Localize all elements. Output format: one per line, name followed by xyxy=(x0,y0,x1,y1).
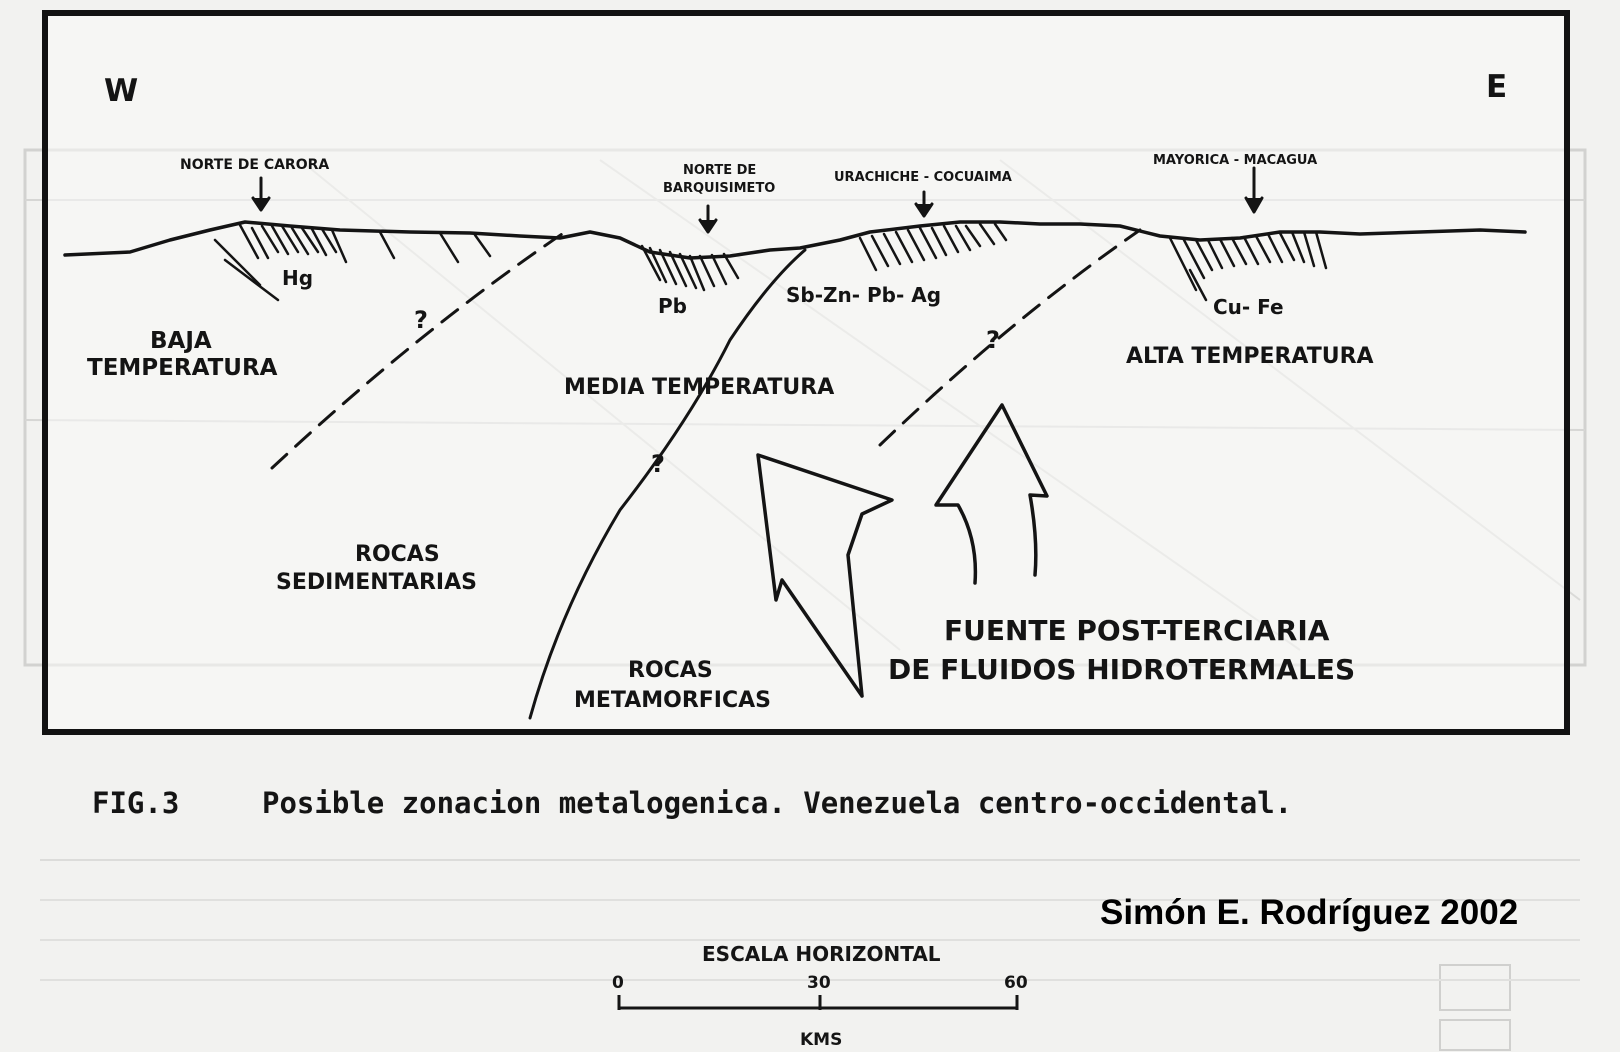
boundary-media-alta xyxy=(878,228,1142,447)
zone-media: MEDIA TEMPERATURA xyxy=(564,375,835,400)
scale-tick-30: 30 xyxy=(807,973,831,993)
source-line-1: FUENTE POST-TERCIARIA xyxy=(944,614,1330,647)
scale-tick-60: 60 xyxy=(1004,973,1028,993)
locality-urachiche: URACHICHE - COCUAIMA xyxy=(834,170,1012,185)
locality-barquisimeto-1: NORTE DE xyxy=(683,163,757,178)
arrow-barquisimeto-head xyxy=(698,218,718,234)
locality-mayorica: MAYORICA - MACAGUA xyxy=(1153,153,1318,168)
compass-west: W xyxy=(104,73,139,109)
mineral-cufe: Cu- Fe xyxy=(1213,295,1284,319)
rocks-metamorficas-2: METAMORFICAS xyxy=(574,688,772,713)
unknown-boundary-3: ? xyxy=(651,450,665,478)
author-credit: Simón E. Rodríguez 2002 xyxy=(1100,893,1519,932)
zone-baja-2: TEMPERATURA xyxy=(87,355,278,381)
fluid-arrow-left xyxy=(756,453,894,698)
topographic-profile xyxy=(63,220,1527,260)
arrow-mayorica-head xyxy=(1244,196,1264,214)
veins-sbzn xyxy=(858,222,1008,272)
arrow-urachiche-head xyxy=(914,202,934,218)
locality-carora: NORTE DE CARORA xyxy=(180,157,330,173)
rocks-sedimentarias-1: ROCAS xyxy=(355,542,440,567)
rocks-metamorficas-1: ROCAS xyxy=(628,658,713,683)
locality-arrows xyxy=(251,166,1264,234)
veins-cufe xyxy=(1168,230,1328,302)
zone-alta: ALTA TEMPERATURA xyxy=(1126,344,1374,369)
unknown-boundary-2: ? xyxy=(986,326,1000,354)
figure-caption: Posible zonacion metalogenica. Venezuela… xyxy=(262,786,1293,820)
boundary-rocas xyxy=(528,248,807,720)
scale-bar xyxy=(617,995,1019,1010)
veins-hg xyxy=(213,223,492,302)
rocks-sedimentarias-2: SEDIMENTARIAS xyxy=(276,570,477,595)
mineral-sbzn: Sb-Zn- Pb- Ag xyxy=(786,283,942,307)
figure-number: FIG.3 xyxy=(92,786,180,820)
boundary-baja-media xyxy=(270,230,567,470)
veins-pb xyxy=(640,244,740,292)
fluid-arrow-right xyxy=(934,403,1049,585)
scale-tick-0: 0 xyxy=(612,973,624,993)
scale-title: ESCALA HORIZONTAL xyxy=(702,942,941,966)
zone-baja-1: BAJA xyxy=(150,328,212,354)
mineral-pb: Pb xyxy=(658,294,687,318)
compass-east: E xyxy=(1486,69,1508,105)
unknown-boundary-1: ? xyxy=(414,306,428,334)
source-line-2: DE FLUIDOS HIDROTERMALES xyxy=(888,653,1356,686)
arrow-carora-head xyxy=(251,196,271,212)
scale-unit: KMS xyxy=(800,1030,843,1050)
locality-barquisimeto-2: BARQUISIMETO xyxy=(663,181,776,196)
mineral-hg: Hg xyxy=(282,266,314,290)
